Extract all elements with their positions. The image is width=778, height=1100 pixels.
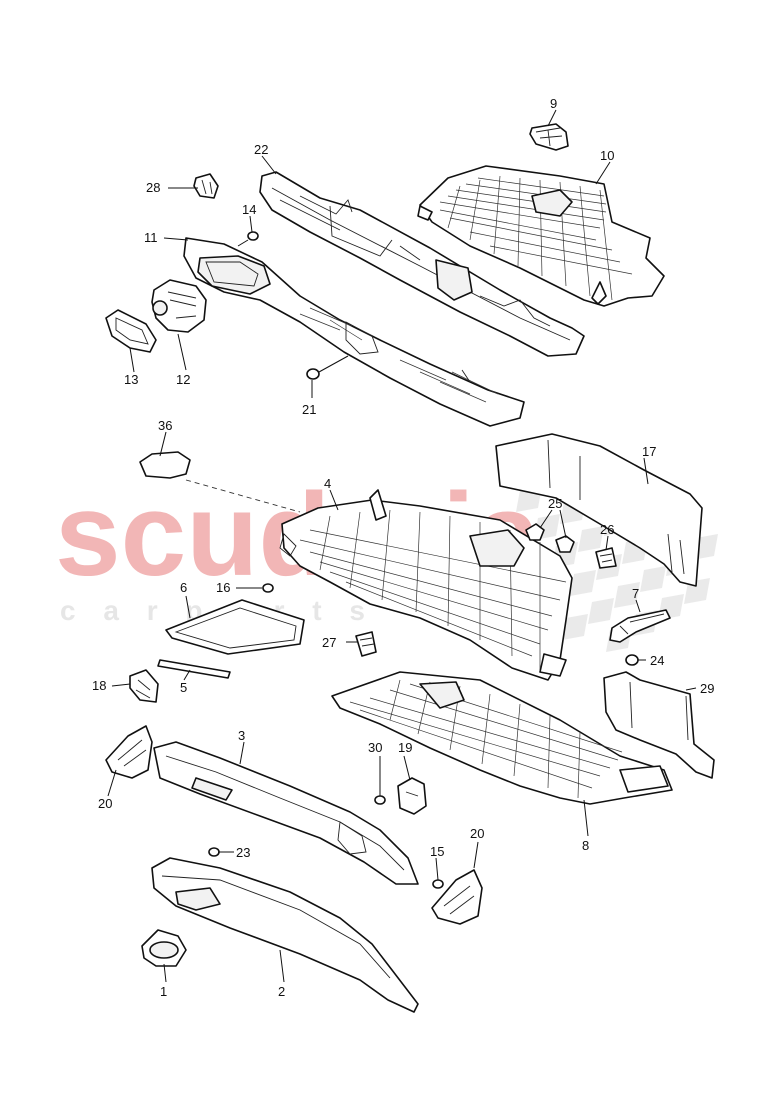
part-12-actuator	[151, 279, 207, 333]
callout-13: 13	[124, 372, 138, 387]
part-4-housing	[279, 489, 573, 681]
part-8-grid-tray	[331, 671, 673, 805]
part-17-sheet	[495, 433, 703, 587]
part-1-handle	[141, 929, 187, 967]
part-25-clips	[525, 509, 575, 553]
callout-3: 3	[238, 728, 245, 743]
part-13-plate	[105, 309, 157, 353]
part-28-clip	[193, 173, 219, 199]
callout-28: 28	[146, 180, 160, 195]
part-24-screw	[625, 654, 639, 666]
callout-8: 8	[582, 838, 589, 853]
callout-2: 2	[278, 984, 285, 999]
callout-29: 29	[700, 681, 714, 696]
callout-26: 26	[600, 522, 614, 537]
part-20-hinge-right	[431, 869, 483, 925]
callout-36: 36	[158, 418, 172, 433]
callout-16: 16	[216, 580, 230, 595]
callout-labels: 9 10 22 28 14 11 13 12 21 36 17 4 25 26 …	[92, 96, 714, 999]
part-20-hinge-left	[105, 725, 153, 779]
watermark-checker-cell	[588, 598, 614, 624]
part-30-screw	[374, 795, 386, 805]
callout-25: 25	[548, 496, 562, 511]
callout-30: 30	[368, 740, 382, 755]
callout-24: 24	[650, 653, 664, 668]
watermark-checker-cell	[570, 570, 596, 596]
watermark-checker-cell	[614, 582, 640, 608]
callout-21: 21	[302, 402, 316, 417]
part-23-screw	[208, 847, 220, 857]
watermark-checker-cell	[640, 566, 666, 592]
callout-22: 22	[254, 142, 268, 157]
part-27-clip	[355, 631, 377, 657]
part-15-screw	[432, 879, 444, 889]
part-14-screw	[237, 231, 259, 247]
part-6-tray	[165, 599, 305, 655]
part-29-side-plate	[603, 671, 715, 779]
part-9-clip	[529, 123, 569, 151]
callout-27: 27	[322, 635, 336, 650]
callout-15: 15	[430, 844, 444, 859]
callout-14: 14	[242, 202, 256, 217]
watermark-checker-cell	[562, 614, 588, 640]
callout-12: 12	[176, 372, 190, 387]
part-11-lower-frame	[183, 237, 525, 427]
part-19-cover	[397, 777, 427, 815]
part-18-bracket	[129, 669, 159, 703]
callout-1: 1	[160, 984, 167, 999]
part-22-upper-frame	[259, 171, 585, 357]
watermark-checker-cell	[578, 526, 604, 552]
callout-7: 7	[632, 586, 639, 601]
callout-11: 11	[144, 230, 158, 245]
part-10-carrier	[417, 165, 665, 307]
callout-20-right: 20	[470, 826, 484, 841]
part-21-screw	[306, 355, 349, 380]
callout-19: 19	[398, 740, 412, 755]
callout-4: 4	[324, 476, 331, 491]
leader-lines	[107, 109, 697, 983]
part-7-switch	[609, 609, 671, 643]
part-3-panel	[153, 741, 419, 885]
callout-6: 6	[180, 580, 187, 595]
callout-20-left: 20	[98, 796, 112, 811]
callout-10: 10	[600, 148, 614, 163]
callout-17: 17	[642, 444, 656, 459]
part-5-strip	[157, 659, 231, 679]
callout-9: 9	[550, 96, 557, 111]
callout-23: 23	[236, 845, 250, 860]
part-26-connector	[595, 547, 617, 569]
callout-5: 5	[180, 680, 187, 695]
part-2-lid	[151, 857, 419, 1013]
part-16-screw	[262, 583, 274, 593]
part-36-cap	[139, 451, 301, 513]
callout-18: 18	[92, 678, 106, 693]
